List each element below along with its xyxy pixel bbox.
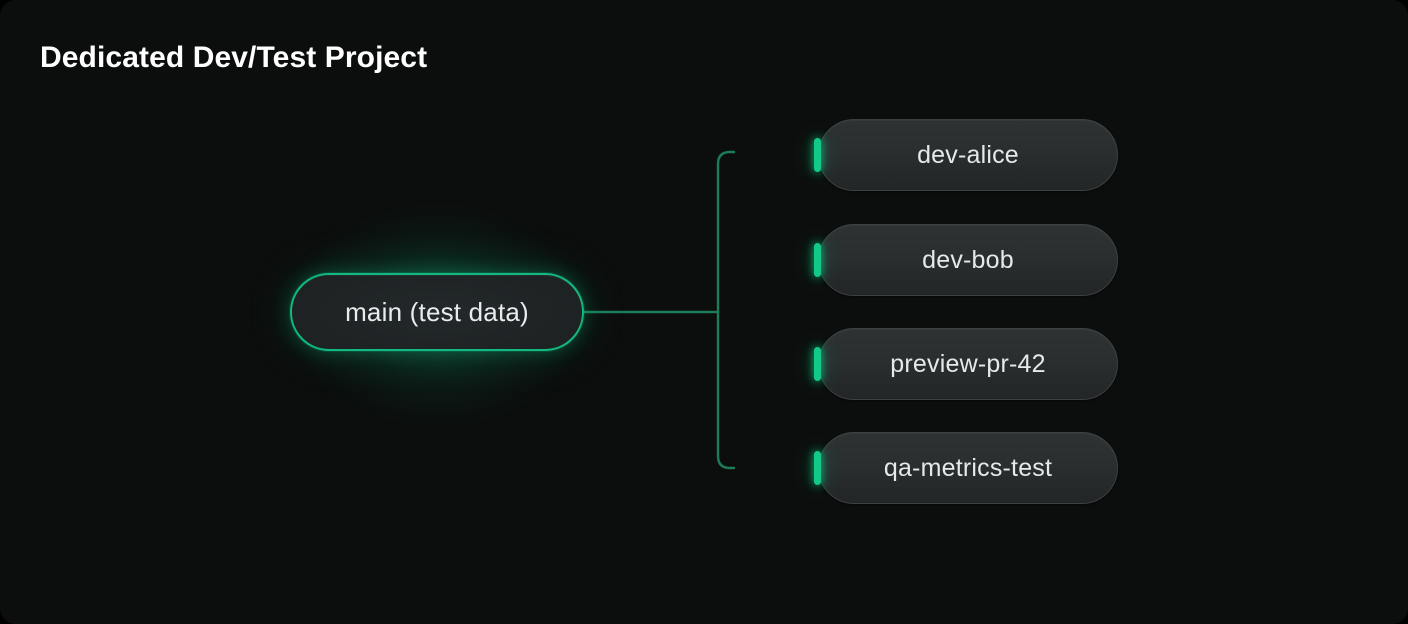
branch-node-preview-pr-42[interactable]: preview-pr-42 [818,328,1118,400]
root-node-main[interactable]: main (test data) [290,273,584,351]
branch-node-label: qa-metrics-test [883,453,1053,482]
branch-node-dev-bob[interactable]: dev-bob [818,224,1118,296]
branch-node-label: dev-bob [922,245,1014,274]
connector-trunk [716,150,736,470]
page-title: Dedicated Dev/Test Project [40,41,428,74]
branch-node-label: dev-alice [917,140,1019,169]
root-node-label: main (test data) [345,296,529,327]
branch-node-label: preview-pr-42 [890,349,1046,378]
branch-node-qa-metrics-test[interactable]: qa-metrics-test [818,432,1118,504]
branch-node-dev-alice[interactable]: dev-alice [818,119,1118,191]
